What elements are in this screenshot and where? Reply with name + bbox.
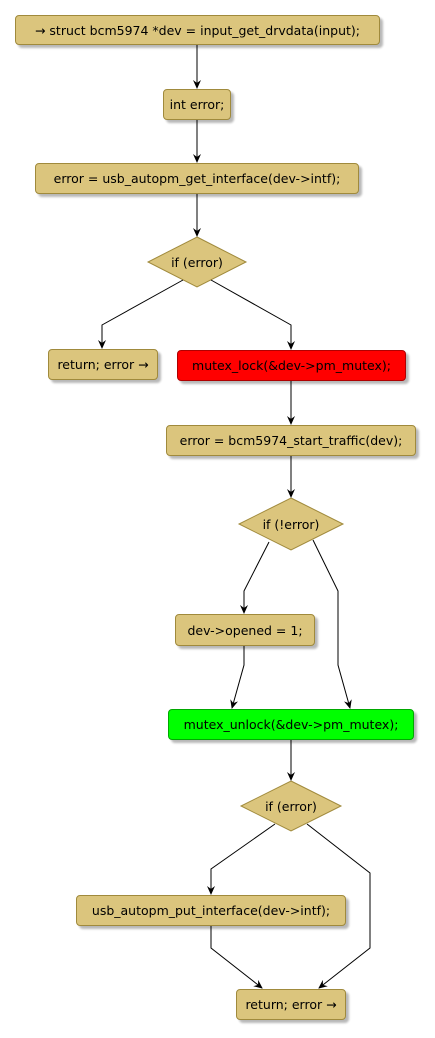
node-put-interface: usb_autopm_put_interface(dev->intf); [76, 895, 346, 926]
edge-if-error-to-return-final [306, 823, 371, 989]
node-return-early: return; error → [48, 349, 158, 380]
decision-diamond-if-error-2 [239, 780, 343, 832]
decision-diamond-if-not-error [237, 497, 345, 551]
edge-if-not-error-to-mutex-unlock [312, 539, 352, 709]
edge-put-interface-to-return [210, 926, 263, 989]
node-start-traffic: error = bcm5974_start_traffic(dev); [166, 425, 416, 456]
node-mutex-lock: mutex_lock(&dev->pm_mutex); [177, 350, 406, 381]
node-return-final: return; error → [236, 989, 346, 1020]
node-declare-error: int error; [163, 89, 231, 120]
node-opened: dev->opened = 1; [175, 614, 315, 646]
edge-if-error-to-mutex-lock [210, 279, 295, 350]
node-get-interface: error = usb_autopm_get_interface(dev->in… [35, 163, 359, 194]
edge-opened-to-mutex-unlock [230, 646, 245, 709]
node-start: → struct bcm5974 *dev = input_get_drvdat… [15, 15, 380, 45]
edge-if-not-error-to-opened [240, 541, 270, 614]
edge-if-error-to-put-interface [207, 823, 276, 895]
edge-if-error-to-return [98, 279, 184, 349]
node-mutex-unlock: mutex_unlock(&dev->pm_mutex); [168, 709, 414, 740]
decision-diamond-if-error-1 [146, 236, 248, 288]
